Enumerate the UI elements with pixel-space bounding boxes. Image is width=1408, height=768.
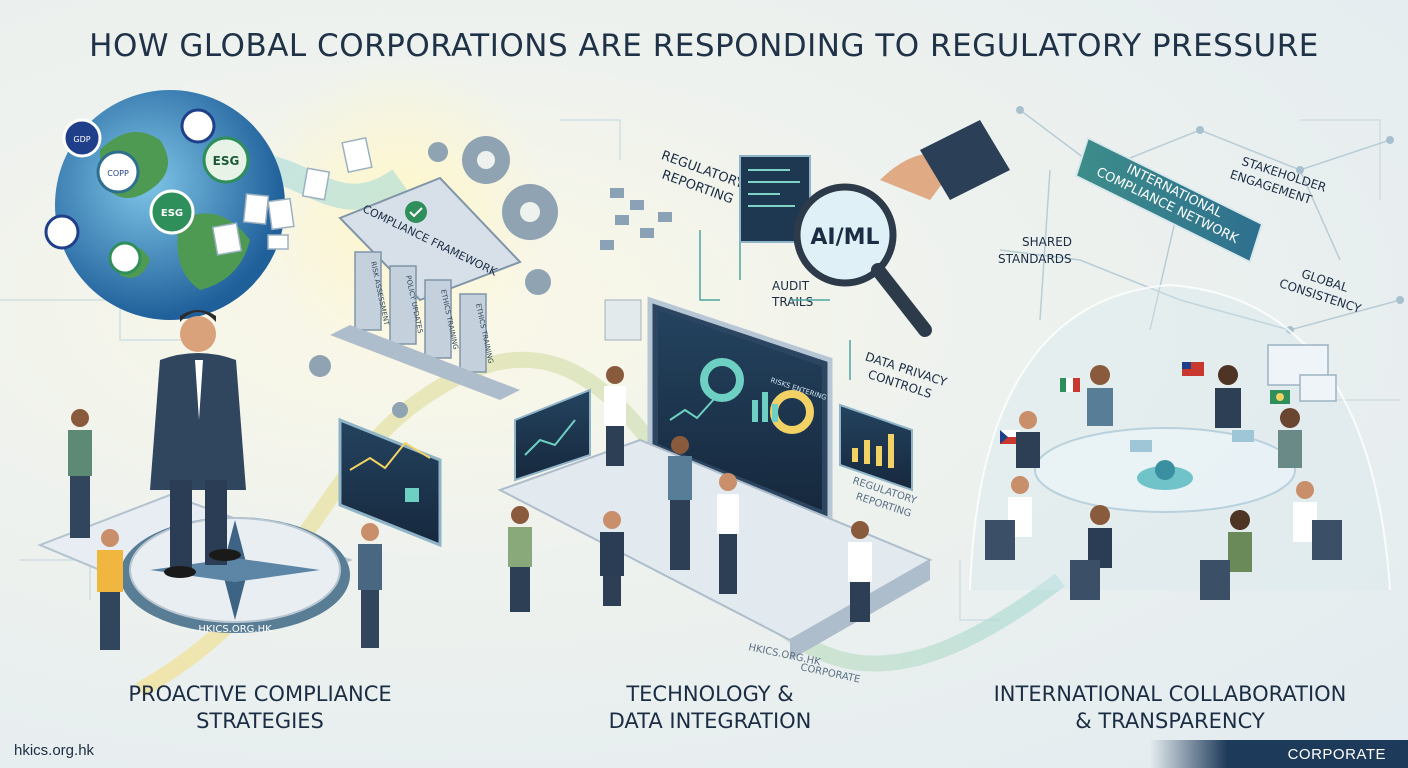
seal-badge — [108, 241, 142, 275]
meeting-participant-figure — [1008, 365, 1317, 572]
data-blocks — [600, 188, 672, 341]
main-dashboard-monitor: RISKS ENTERING — [647, 296, 833, 524]
globe-badge: COPP — [96, 150, 140, 194]
svg-text:STANDARDS: STANDARDS — [998, 252, 1072, 266]
label-data-privacy-controls: DATA PRIVACY CONTROLS — [864, 350, 950, 401]
document-icon — [211, 136, 373, 256]
workstation-screen — [514, 388, 591, 482]
connector-lines — [699, 210, 851, 380]
globe-badge: ESG — [149, 189, 195, 235]
executive-figure — [150, 310, 246, 578]
compass-platform: HKICS.ORG.HK — [37, 493, 353, 635]
section-label-technology-data: TECHNOLOGY & DATA INTEGRATION — [608, 682, 812, 733]
page-title: HOW GLOBAL CORPORATIONS ARE RESPONDING T… — [89, 28, 1319, 64]
svg-text:TRAILS: TRAILS — [771, 295, 813, 309]
seal-badge — [44, 214, 80, 250]
flag-icon — [1000, 362, 1290, 444]
office-chair — [985, 430, 1342, 600]
gear-icon — [309, 136, 558, 418]
label-audit-trails: AUDIT TRAILS — [771, 279, 813, 309]
svg-text:SHARED: SHARED — [1022, 235, 1072, 249]
svg-text:COPP: COPP — [107, 169, 129, 178]
footer-site-url: hkics.org.hk — [14, 742, 95, 759]
label-shared-standards: SHARED STANDARDS — [998, 235, 1072, 266]
team-member-figure — [508, 366, 872, 622]
conference-table — [1034, 427, 1296, 513]
globe-badge: GDP — [62, 118, 102, 158]
seal-badge — [180, 108, 216, 144]
svg-text:ESG: ESG — [161, 208, 183, 219]
side-screen — [1267, 344, 1337, 402]
globe-badge: ESG — [202, 136, 250, 184]
label-regulatory-reporting: REGULATORY REPORTING — [659, 148, 746, 207]
footer-corporate-bar: CORPORATE — [1150, 740, 1408, 768]
footer-corporate-tag: CORPORATE — [1287, 746, 1386, 763]
international-compliance-network-banner: INTERNATIONAL COMPLIANCE NETWORK — [1074, 136, 1264, 264]
ai-ml-magnifier: AI/ML — [793, 120, 1010, 337]
chart-screen — [839, 403, 913, 492]
team-member-figure — [68, 409, 382, 650]
svg-text:HKICS.ORG.HK: HKICS.ORG.HK — [198, 624, 272, 635]
svg-text:AUDIT: AUDIT — [772, 279, 810, 293]
analytics-screen — [338, 417, 442, 548]
svg-text:GDP: GDP — [73, 135, 90, 144]
section-label-proactive-compliance: PROACTIVE COMPLIANCE STRATEGIES — [128, 682, 392, 733]
section-label-international-collaboration: INTERNATIONAL COLLABORATION & TRANSPAREN… — [993, 682, 1347, 733]
svg-text:AI/ML: AI/ML — [810, 225, 879, 250]
label-global-consistency: GLOBAL CONSISTENCY — [1278, 267, 1364, 316]
svg-text:ESG: ESG — [213, 154, 240, 168]
